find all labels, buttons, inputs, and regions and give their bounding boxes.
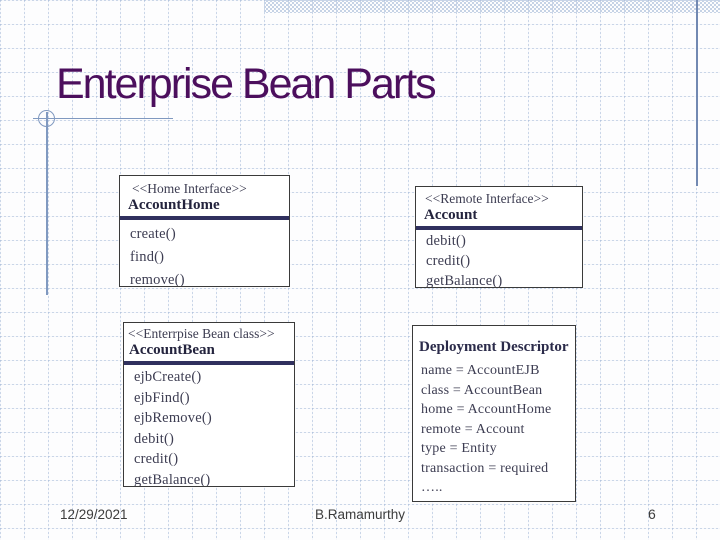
method-item: find(): [130, 249, 165, 265]
descriptor-entry: transaction = required: [421, 460, 549, 476]
method-item: debit(): [426, 233, 467, 249]
footer-page-number: 6: [648, 506, 656, 522]
method-item: ejbFind(): [134, 389, 190, 406]
descriptor-entry: remote = Account: [421, 421, 525, 437]
method-item: getBalance(): [426, 273, 503, 288]
descriptor-entry: name = AccountEJB: [421, 363, 540, 378]
class-name: AccountHome: [128, 197, 220, 213]
method-item: debit(): [134, 430, 175, 447]
method-item: remove(): [130, 272, 185, 287]
left-vertical-rule: [46, 112, 48, 295]
right-edge-rule: [696, 0, 698, 186]
method-list: ejbCreate() ejbFind() ejbRemove() debit() cr…: [124, 365, 294, 487]
method-item: credit(): [134, 451, 179, 467]
descriptor-entry: home = AccountHome: [421, 402, 552, 417]
method-list: debit() credit() getBalance(): [416, 230, 582, 288]
footer-author: B.Ramamurthy: [314, 507, 406, 522]
class-name: AccountBean: [129, 342, 215, 358]
stereotype-label: <<Enterrpise Bean class>>: [128, 326, 275, 341]
method-item: ejbRemove(): [134, 410, 212, 426]
class-divider: [416, 226, 582, 230]
deployment-descriptor-title: Deployment Descriptor: [419, 339, 569, 355]
top-hatch-band: [264, 0, 720, 13]
class-divider: [120, 216, 289, 220]
deployment-descriptor-box: Deployment Descriptor name = AccountEJB c…: [412, 325, 576, 502]
method-list: create() find() remove(): [120, 220, 289, 287]
class-name: Account: [424, 207, 478, 223]
stereotype-label: <<Home Interface>>: [132, 181, 247, 196]
deployment-descriptor-entries: name = AccountEJB class = AccountBean home…: [413, 359, 575, 498]
uml-box-home-interface: <<Home Interface>> AccountHome create() f…: [119, 175, 290, 287]
descriptor-entry: type = Entity: [421, 441, 497, 456]
method-item: ejbCreate(): [134, 369, 202, 385]
uml-box-remote-interface: <<Remote Interface>> Account debit() cred…: [415, 186, 583, 288]
uml-box-bean-class: <<Enterrpise Bean class>> AccountBean ej…: [123, 322, 295, 487]
stereotype-label: <<Remote Interface>>: [425, 191, 549, 206]
title-underline: [33, 118, 173, 119]
descriptor-entry: …..: [421, 480, 443, 495]
method-item: credit(): [426, 253, 471, 269]
footer-date: 12/29/2021: [60, 507, 128, 522]
class-divider: [124, 361, 294, 365]
descriptor-entry: class = AccountBean: [421, 382, 543, 398]
slide-title: Enterprise Bean Parts: [56, 60, 437, 108]
method-item: getBalance(): [134, 471, 211, 487]
method-item: create(): [130, 226, 176, 242]
